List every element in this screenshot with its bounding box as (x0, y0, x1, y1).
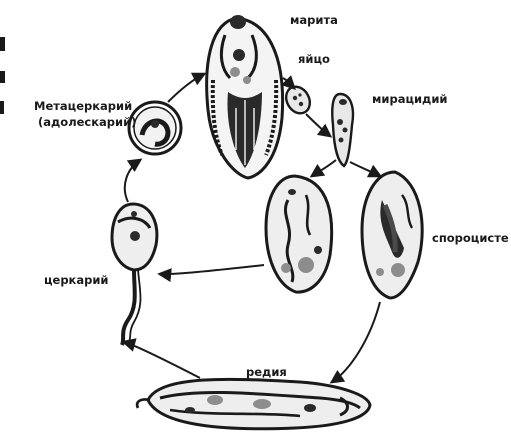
sporocyst-left-illustration (266, 176, 332, 292)
metacercaria-illustration (129, 102, 181, 154)
label-egg: яйцо (298, 52, 330, 66)
label-redia: редия (246, 365, 287, 379)
arrow-sporocyst-to-cercaria (160, 265, 264, 274)
label-cercaria: церкарий (44, 273, 108, 287)
arrow-cercaria-to-metacercaria (125, 160, 140, 202)
label-metacercaria-line1: Метацеркарий (34, 99, 132, 113)
egg-illustration (281, 82, 314, 117)
arrow-marita-to-egg (283, 78, 294, 88)
cercaria-illustration (112, 204, 157, 345)
marita-illustration (207, 15, 283, 178)
arrow-egg-to-miracidium (306, 114, 330, 136)
label-sporocyst: спороцисте (432, 231, 509, 245)
label-miracidium: мирацидий (372, 92, 447, 106)
label-metacercaria-line2: (адолескарий) (38, 115, 136, 129)
arrow-metacercaria-to-marita (168, 74, 204, 102)
left-edge-text-fragments (0, 37, 5, 114)
redia-illustration (137, 379, 370, 428)
arrow-redia-to-cercaria (124, 342, 200, 378)
miracidium-illustration (332, 94, 353, 166)
label-marita: марита (290, 13, 338, 27)
arrow-miracidium-to-sporocyst-right (350, 162, 380, 176)
arrow-miracidium-to-sporocyst-left (312, 160, 336, 176)
sporocyst-right-illustration (362, 172, 422, 298)
arrow-sporocyst-to-redia (332, 302, 380, 382)
